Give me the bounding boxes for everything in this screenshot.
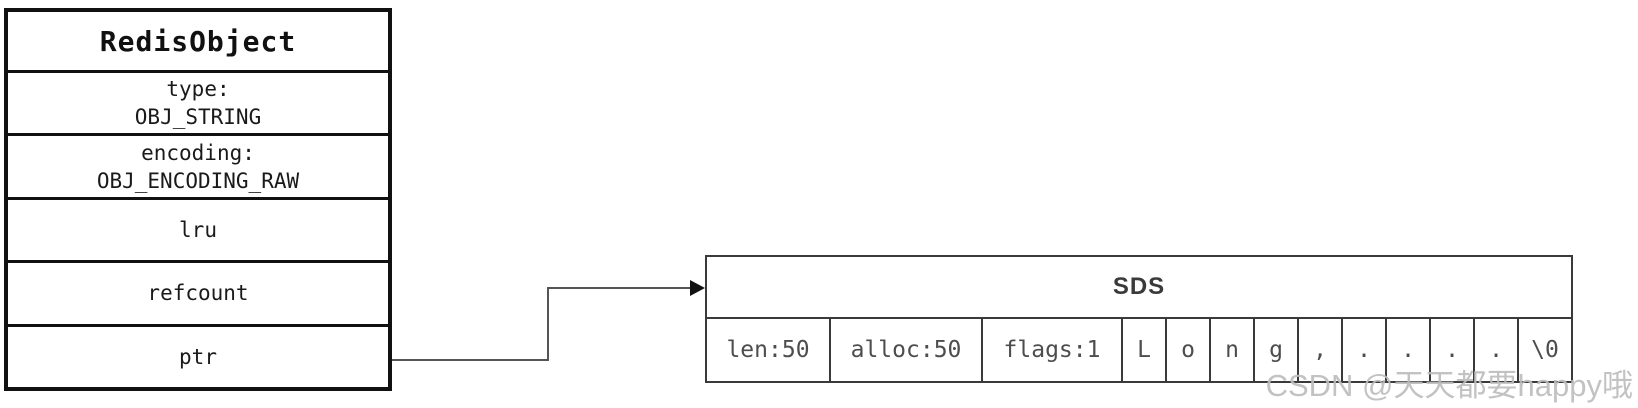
sds-cell-len: len:50 (707, 319, 831, 381)
row-type-label: type: (166, 77, 230, 102)
sds-cell-char: . (1475, 319, 1519, 381)
sds-cell-char: . (1431, 319, 1475, 381)
sds-cell-alloc: alloc:50 (831, 319, 983, 381)
redis-object-row-refcount: refcount (8, 260, 388, 323)
redis-object-row-lru: lru (8, 196, 388, 260)
row-ptr-label: ptr (179, 344, 217, 369)
redis-object-table: RedisObject type: OBJ_STRING encoding: O… (4, 8, 392, 391)
sds-cell-char: L (1123, 319, 1167, 381)
sds-table: SDS len:50 alloc:50 flags:1 L o n g , . … (705, 255, 1573, 383)
row-encoding-label: encoding: (141, 140, 255, 165)
sds-cell-char: , (1299, 319, 1343, 381)
sds-cell-char: . (1343, 319, 1387, 381)
redis-object-row-encoding: encoding: OBJ_ENCODING_RAW (8, 133, 388, 196)
sds-cell-char: o (1167, 319, 1211, 381)
redis-object-row-ptr: ptr (8, 323, 388, 387)
sds-title: SDS (1112, 273, 1166, 300)
redis-object-title: RedisObject (99, 24, 297, 58)
sds-cell-null-terminator: \0 (1531, 337, 1559, 363)
row-encoding-value: OBJ_ENCODING_RAW (96, 168, 300, 193)
row-lru-label: lru (179, 218, 217, 243)
redis-object-row-type: type: OBJ_STRING (8, 70, 388, 133)
sds-cell-char: g (1255, 319, 1299, 381)
sds-cell-flags: flags:1 (983, 319, 1123, 381)
sds-cell-row: len:50 alloc:50 flags:1 L o n g , . . . … (707, 317, 1571, 381)
sds-cell-char: . (1387, 319, 1431, 381)
sds-cell-char: n (1211, 319, 1255, 381)
csdn-watermark: CSDN @天天都要happy哦 (1265, 368, 1633, 403)
row-type-value: OBJ_STRING (134, 105, 262, 130)
row-refcount-label: refcount (147, 281, 249, 306)
